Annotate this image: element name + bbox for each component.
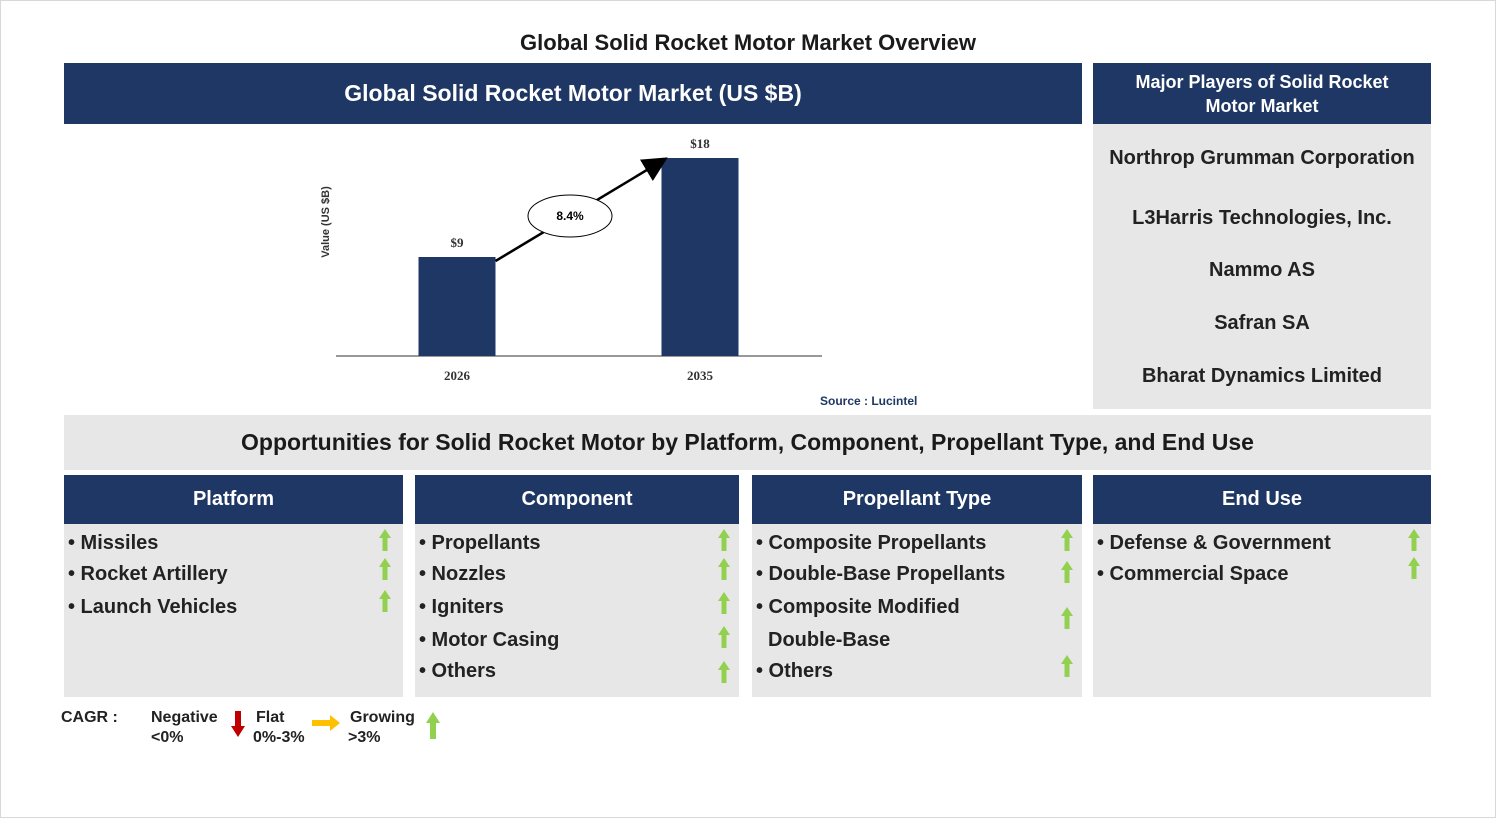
growth-up-arrow-icon bbox=[379, 529, 391, 551]
propellant-list: • Composite Propellants • Double-Base Pr… bbox=[752, 524, 1082, 697]
list-item: • Rocket Artillery bbox=[68, 563, 228, 585]
growth-up-arrow-icon bbox=[379, 558, 391, 580]
source-note: Source : Lucintel bbox=[820, 394, 918, 408]
legend-label: CAGR : bbox=[61, 709, 118, 726]
growth-up-arrow-icon bbox=[1061, 529, 1073, 551]
list-item: • Composite Modified bbox=[756, 596, 960, 618]
growth-up-arrow-icon bbox=[1408, 557, 1420, 579]
growth-up-arrow-icon bbox=[718, 592, 730, 614]
x-tick-label: 2035 bbox=[687, 368, 714, 383]
list-item: • Igniters bbox=[419, 596, 504, 618]
bar-chart: Value (US $B) $9 2026 $18 2035 8.4% bbox=[320, 136, 822, 383]
list-item: Double-Base bbox=[768, 629, 891, 651]
legend-flat-range: 0%-3% bbox=[253, 729, 305, 746]
growth-up-arrow-icon bbox=[1061, 655, 1073, 677]
player-item: L3Harris Technologies, Inc. bbox=[1132, 207, 1392, 229]
legend-flat: Flat bbox=[256, 709, 285, 726]
list-item: • Defense & Government bbox=[1097, 532, 1331, 554]
list-item: • Launch Vehicles bbox=[68, 596, 238, 618]
legend-growing: Growing bbox=[350, 709, 415, 726]
list-item: • Motor Casing bbox=[419, 629, 560, 651]
growth-up-arrow-icon bbox=[1061, 607, 1073, 629]
cagr-ellipse bbox=[527, 194, 613, 238]
player-item: Nammo AS bbox=[1209, 259, 1315, 281]
enduse-list: • Defense & Government • Commercial Spac… bbox=[1093, 524, 1431, 697]
page-title: Global Solid Rocket Motor Market Overvie… bbox=[520, 30, 976, 55]
bar-2026 bbox=[418, 257, 496, 356]
legend-negative: Negative bbox=[151, 709, 218, 726]
list-item: • Composite Propellants bbox=[756, 532, 987, 554]
list-item: • Nozzles bbox=[419, 563, 507, 585]
cagr-value: 8.4% bbox=[556, 209, 584, 223]
growth-up-arrow-icon bbox=[379, 590, 391, 612]
list-item: • Commercial Space bbox=[1097, 563, 1289, 585]
player-item: Northrop Grumman Corporation bbox=[1109, 147, 1415, 169]
chart-header: Global Solid Rocket Motor Market (US $B) bbox=[64, 63, 1082, 124]
player-item: Bharat Dynamics Limited bbox=[1141, 365, 1383, 387]
value-label: $18 bbox=[690, 136, 710, 151]
list-item: • Others bbox=[756, 660, 834, 682]
platform-list: • Missiles • Rocket Artillery • Launch V… bbox=[64, 524, 403, 697]
growth-up-arrow-icon bbox=[718, 626, 730, 648]
growth-up-arrow-icon bbox=[718, 529, 730, 551]
players-header-text: Major Players of Solid Rocket Motor Mark… bbox=[1135, 71, 1389, 116]
bar-2035 bbox=[661, 158, 739, 356]
right-arrow-icon bbox=[312, 715, 340, 731]
growth-up-arrow-icon bbox=[718, 661, 730, 683]
opportunities-title: Opportunities for Solid Rocket Motor by … bbox=[64, 415, 1431, 470]
list-item: • Propellants bbox=[419, 532, 541, 554]
legend-growing-range: >3% bbox=[348, 729, 381, 746]
up-arrow-icon bbox=[426, 712, 440, 739]
legend-negative-range: <0% bbox=[151, 729, 184, 746]
value-label: $9 bbox=[451, 235, 465, 250]
list-item: • Others bbox=[419, 660, 497, 682]
x-tick-label: 2026 bbox=[444, 368, 471, 383]
list-item: • Double-Base Propellants bbox=[756, 563, 1006, 585]
growth-up-arrow-icon bbox=[1061, 561, 1073, 583]
y-axis-label: Value (US $B) bbox=[320, 186, 332, 258]
list-item: • Missiles bbox=[68, 532, 159, 554]
component-header: Component bbox=[415, 475, 739, 524]
component-list: • Propellants • Nozzles • Igniters • Mot… bbox=[415, 524, 739, 697]
players-header: Major Players of Solid Rocket Motor Mark… bbox=[1093, 63, 1431, 124]
propellant-header: Propellant Type bbox=[752, 475, 1082, 524]
platform-header: Platform bbox=[64, 475, 403, 524]
growth-up-arrow-icon bbox=[718, 558, 730, 580]
players-list: Northrop Grumman Corporation L3Harris Te… bbox=[1093, 124, 1431, 409]
down-arrow-icon bbox=[231, 711, 245, 737]
growth-up-arrow-icon bbox=[1408, 529, 1420, 551]
player-item: Safran SA bbox=[1214, 312, 1310, 334]
enduse-header: End Use bbox=[1093, 475, 1431, 524]
